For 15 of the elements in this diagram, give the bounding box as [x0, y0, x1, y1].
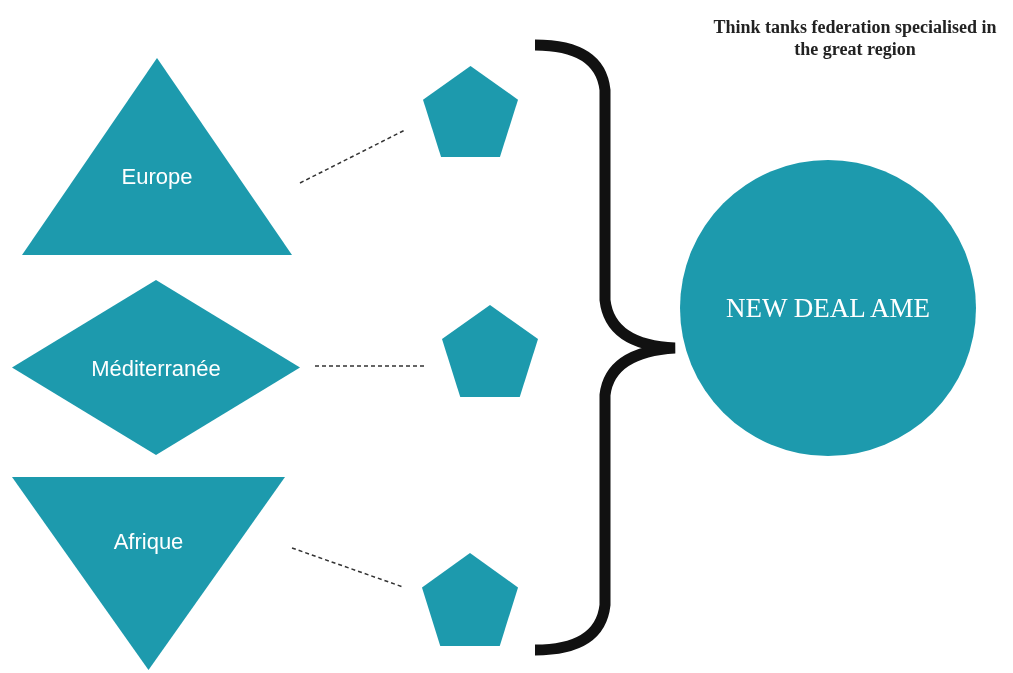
- title: Think tanks federation specialised in the great region: [712, 16, 998, 60]
- node-label: Méditerranée: [91, 354, 221, 382]
- triangle-shape: [22, 58, 292, 255]
- node-label: NEW DEAL AME: [726, 291, 930, 325]
- dashed-connector: [299, 129, 406, 184]
- dashed-connector: [314, 365, 426, 367]
- diamond-shape: [12, 280, 300, 455]
- pentagon-shape: [422, 553, 518, 646]
- inverted-triangle-shape: [12, 477, 285, 670]
- pentagon-shape: [423, 66, 518, 157]
- node-label: Afrique: [113, 527, 184, 556]
- dashed-connector: [291, 547, 404, 588]
- node-label: Europe: [121, 162, 193, 191]
- circle-node: [680, 160, 976, 456]
- pentagon-shape: [442, 305, 538, 397]
